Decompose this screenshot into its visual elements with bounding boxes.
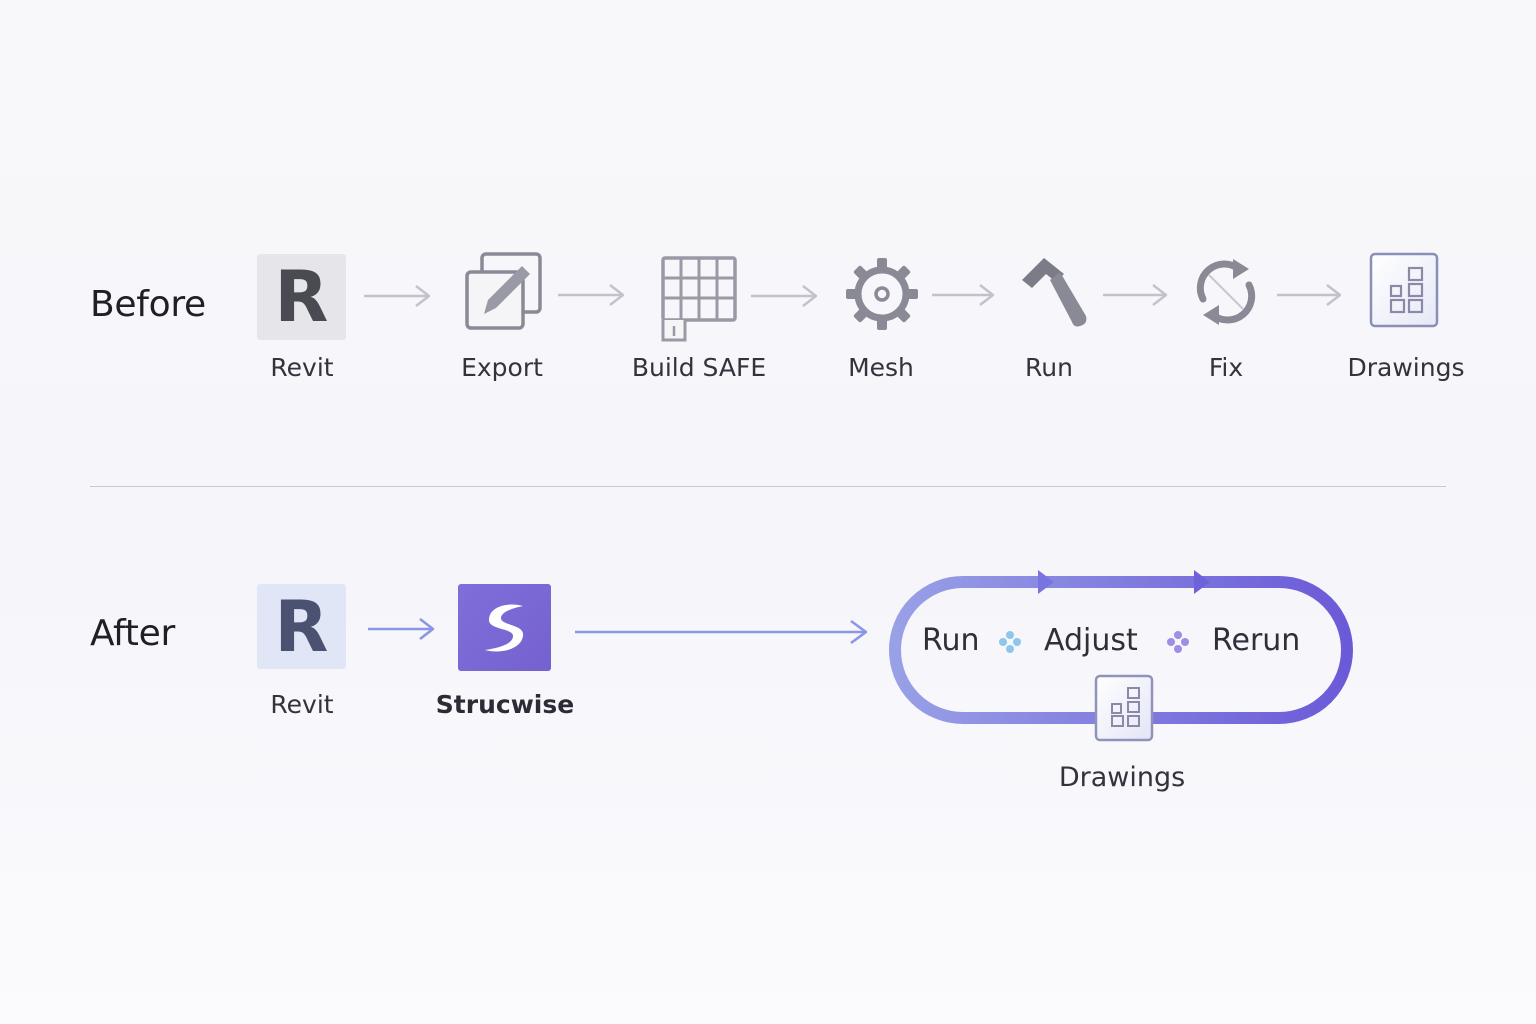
step-label-mesh: Mesh <box>848 353 914 382</box>
arrow-icon <box>1103 284 1168 306</box>
grid-icon <box>661 256 737 342</box>
strucwise-logo <box>458 584 551 671</box>
before-title: Before <box>90 284 206 325</box>
step-label-revit-after: Revit <box>270 690 334 719</box>
loop-item-rerun: Rerun <box>1212 623 1301 658</box>
gear-icon <box>846 258 918 330</box>
long-arrow-icon <box>575 619 868 645</box>
step-label-fix: Fix <box>1208 353 1244 382</box>
step-label-build-safe: Build SAFE <box>631 353 767 382</box>
arrow-icon <box>368 617 435 641</box>
loop-item-adjust: Adjust <box>1044 623 1138 658</box>
revit-logo: R <box>257 584 346 669</box>
sparkle-icon <box>1167 631 1189 653</box>
sparkle-icon <box>999 631 1021 653</box>
revit-logo: R <box>257 254 346 340</box>
arrow-icon <box>932 284 995 306</box>
step-label-run: Run <box>1025 353 1073 382</box>
refresh-icon <box>1196 259 1256 325</box>
loop-item-run: Run <box>922 623 980 658</box>
strucwise-s-icon <box>484 604 523 651</box>
revit-letter: R <box>274 585 329 668</box>
arrow-icon <box>364 285 431 307</box>
arrow-icon <box>558 284 625 306</box>
revit-letter: R <box>274 256 329 338</box>
section-divider <box>90 486 1446 487</box>
step-label-export: Export <box>461 353 543 382</box>
loop-output-drawings: Drawings <box>1058 762 1186 793</box>
hammer-icon <box>1022 258 1087 327</box>
arrow-icon <box>751 285 818 307</box>
step-label-revit: Revit <box>270 353 334 382</box>
drawings-icon <box>1094 674 1154 742</box>
export-icon <box>465 252 542 330</box>
arrow-icon <box>1277 284 1342 306</box>
after-title: After <box>90 613 175 654</box>
step-label-strucwise: Strucwise <box>435 690 575 719</box>
drawings-icon <box>1369 252 1439 328</box>
step-label-drawings: Drawings <box>1347 353 1465 382</box>
